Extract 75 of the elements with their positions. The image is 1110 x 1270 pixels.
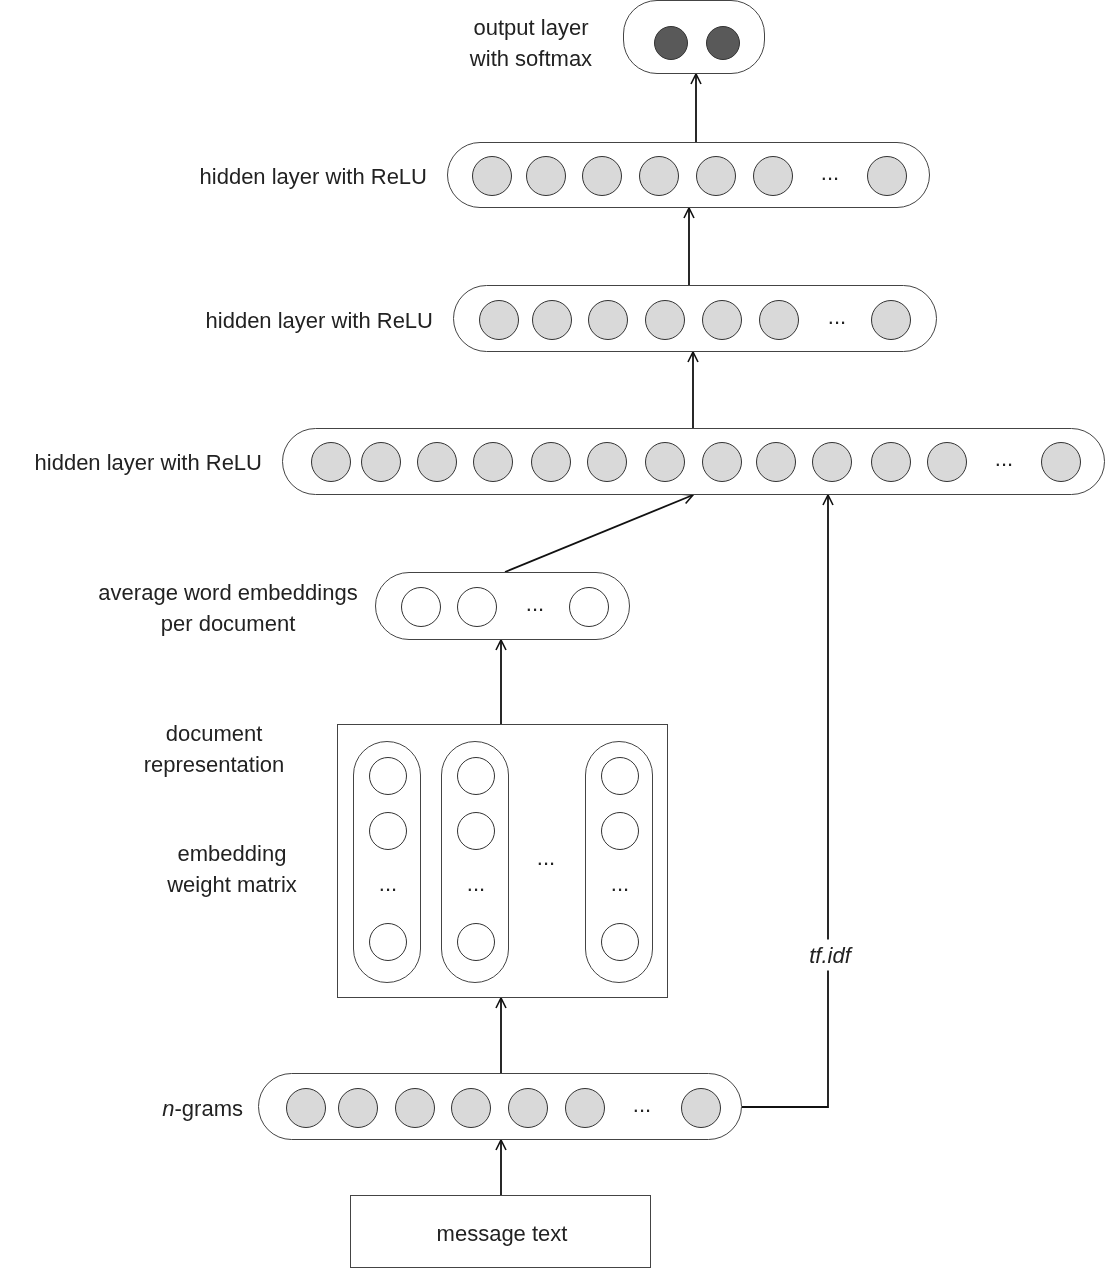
neuron-circle — [401, 587, 441, 627]
neuron-circle — [311, 442, 351, 482]
layer-label: n-grams — [162, 1094, 243, 1123]
neuron-circle — [639, 156, 679, 196]
neuron-circle — [457, 812, 495, 850]
neuron-circle — [526, 156, 566, 196]
layer-label: document representation — [142, 720, 286, 779]
neuron-circle — [286, 1088, 326, 1128]
layer-label: hidden layer with ReLU — [205, 306, 433, 335]
neuron-circle — [927, 442, 967, 482]
neuron-circle — [702, 300, 742, 340]
neuron-circle — [871, 300, 911, 340]
neuron-circle — [1041, 442, 1081, 482]
layer-label: output layer with softmax — [468, 14, 594, 73]
neuron-circle — [369, 757, 407, 795]
arrow — [741, 494, 834, 1108]
neuron-circle — [508, 1088, 548, 1128]
neuron-circle — [706, 26, 740, 60]
neuron-circle — [457, 587, 497, 627]
neuron-circle — [338, 1088, 378, 1128]
neuron-circle — [457, 923, 495, 961]
ellipsis: ... — [994, 444, 1014, 473]
ellipsis: ... — [525, 589, 545, 618]
neuron-circle — [472, 156, 512, 196]
layer-label: embedding weight matrix — [166, 840, 298, 899]
layer-label: hidden layer with ReLU — [199, 162, 427, 191]
arrow — [687, 351, 699, 429]
neuron-circle — [361, 442, 401, 482]
neuron-circle — [871, 442, 911, 482]
ellipsis: ... — [610, 869, 630, 898]
layer-label: hidden layer with ReLU — [34, 448, 262, 477]
ellipsis: ... — [536, 843, 556, 872]
neuron-circle — [582, 156, 622, 196]
ellipsis: ... — [466, 869, 486, 898]
neuron-circle — [457, 757, 495, 795]
neuron-circle — [756, 442, 796, 482]
ellipsis: ... — [827, 302, 847, 331]
neuron-circle — [587, 442, 627, 482]
ellipsis: ... — [378, 869, 398, 898]
neuron-circle — [369, 923, 407, 961]
input-box — [350, 1195, 651, 1268]
neuron-circle — [645, 300, 685, 340]
neuron-circle — [702, 442, 742, 482]
arrow — [690, 73, 702, 143]
neuron-circle — [531, 442, 571, 482]
node-label: message text — [436, 1219, 568, 1248]
arrow — [504, 493, 694, 573]
neuron-circle — [696, 156, 736, 196]
ellipsis: ... — [632, 1090, 652, 1119]
neuron-circle — [601, 812, 639, 850]
neuron-circle — [601, 923, 639, 961]
neuron-circle — [645, 442, 685, 482]
ellipsis: ... — [820, 158, 840, 187]
neuron-circle — [479, 300, 519, 340]
arrow — [495, 997, 507, 1074]
neuron-circle — [588, 300, 628, 340]
arrow — [495, 1139, 507, 1196]
layer-label: average word embeddings per document — [97, 579, 359, 638]
arrow — [495, 639, 507, 725]
neuron-circle — [369, 812, 407, 850]
neuron-circle — [569, 587, 609, 627]
neuron-circle — [812, 442, 852, 482]
neuron-circle — [753, 156, 793, 196]
neuron-circle — [473, 442, 513, 482]
neuron-circle — [417, 442, 457, 482]
neuron-circle — [654, 26, 688, 60]
neuron-circle — [681, 1088, 721, 1128]
neuron-circle — [451, 1088, 491, 1128]
neuron-circle — [867, 156, 907, 196]
arrow — [683, 207, 695, 286]
neuron-circle — [565, 1088, 605, 1128]
neuron-circle — [759, 300, 799, 340]
neuron-circle — [532, 300, 572, 340]
neuron-circle — [601, 757, 639, 795]
neuron-circle — [395, 1088, 435, 1128]
